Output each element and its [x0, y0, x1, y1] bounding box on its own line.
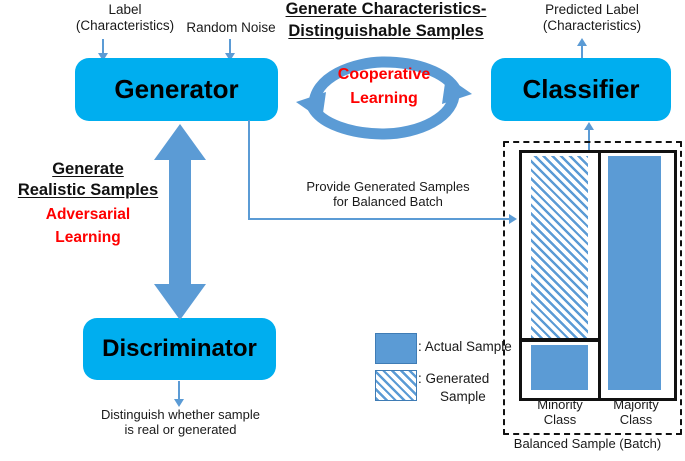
majority-class-label-line2: Class — [619, 411, 653, 427]
left-headline-line1: Generate — [52, 160, 124, 178]
cooperative-learning-loop — [296, 56, 472, 140]
majority-actual-bar — [608, 156, 661, 390]
label-input-line1: Label — [108, 2, 142, 17]
minority-actual-bar — [531, 345, 588, 390]
discriminator-note-line1: Distinguish whether sample — [101, 407, 260, 422]
discriminator-note: Distinguish whether sample is real or ge… — [73, 407, 288, 438]
minority-class-label: Minority Class — [515, 397, 605, 428]
cooperative-learning-text: Cooperative Learning — [316, 66, 452, 109]
batch-to-classifier-arrow-head — [584, 122, 594, 130]
left-headline-red1: Adversarial — [45, 205, 131, 223]
center-headline-line1: Generate Characteristics- — [285, 0, 487, 18]
majority-class-label: Majority Class — [594, 397, 678, 428]
legend-label-generated: : Generated — [418, 371, 490, 386]
random-noise-caption: Random Noise — [186, 20, 276, 35]
label-input-arrow-line — [102, 39, 104, 57]
provide-samples-arrow-head — [509, 214, 517, 224]
left-headline-line2: Realistic Samples — [17, 180, 159, 199]
predicted-label-arrow-head — [577, 38, 587, 46]
provide-samples-line1: Provide Generated Samples — [306, 179, 470, 194]
predicted-label-arrow-line — [581, 44, 583, 60]
left-headline-red2: Learning — [55, 228, 121, 246]
center-headline: Generate Characteristics- Distinguishabl… — [264, 0, 508, 41]
provide-samples-line-vertical — [248, 120, 250, 220]
node-classifier-label: Classifier — [522, 74, 640, 104]
adversarial-double-arrow — [154, 124, 206, 320]
node-classifier[interactable]: Classifier — [491, 58, 671, 121]
predicted-label-caption: Predicted Label (Characteristics) — [512, 2, 672, 33]
provide-samples-line-horizontal — [248, 218, 511, 220]
minority-class-label-line1: Minority — [537, 397, 583, 412]
provide-samples-line2: for Balanced Batch — [333, 193, 443, 209]
legend-label-generated-line2: Sample — [440, 389, 486, 404]
cooperative-line1: Cooperative — [337, 66, 431, 83]
legend-swatch-generated — [375, 370, 417, 401]
left-headline: Generate Realistic Samples Adversarial L… — [8, 160, 168, 247]
label-input-line2: (Characteristics) — [75, 17, 175, 33]
legend-label-actual: : Actual Sample — [418, 339, 512, 354]
noise-input-arrow-line — [229, 39, 231, 57]
majority-class-label-line1: Majority — [613, 397, 659, 412]
node-discriminator[interactable]: Discriminator — [83, 318, 276, 380]
label-input-arrow-head — [98, 53, 108, 61]
cooperative-line2: Learning — [350, 90, 418, 108]
balanced-batch-panel — [503, 141, 682, 435]
discriminator-note-arrow-head — [174, 399, 184, 407]
provide-samples-note: Provide Generated Samples for Balanced B… — [278, 179, 498, 210]
node-generator-label: Generator — [114, 74, 239, 104]
legend-swatch-actual — [375, 333, 417, 364]
center-headline-line2: Distinguishable Samples — [288, 21, 484, 40]
noise-input-arrow-head — [225, 53, 235, 61]
minority-class-label-line2: Class — [543, 411, 577, 427]
discriminator-note-line2: is real or generated — [124, 421, 237, 437]
predicted-label-line1: Predicted Label — [545, 2, 639, 17]
label-input-caption: Label (Characteristics) — [60, 2, 190, 33]
node-generator[interactable]: Generator — [75, 58, 278, 121]
node-discriminator-label: Discriminator — [102, 335, 257, 362]
minority-generated-bar — [531, 156, 588, 338]
discriminator-note-arrow-line — [178, 381, 180, 403]
minority-bar-divider — [521, 338, 598, 342]
predicted-label-line2: (Characteristics) — [542, 17, 642, 33]
balanced-batch-caption: Balanced Sample (Batch) — [513, 436, 662, 451]
